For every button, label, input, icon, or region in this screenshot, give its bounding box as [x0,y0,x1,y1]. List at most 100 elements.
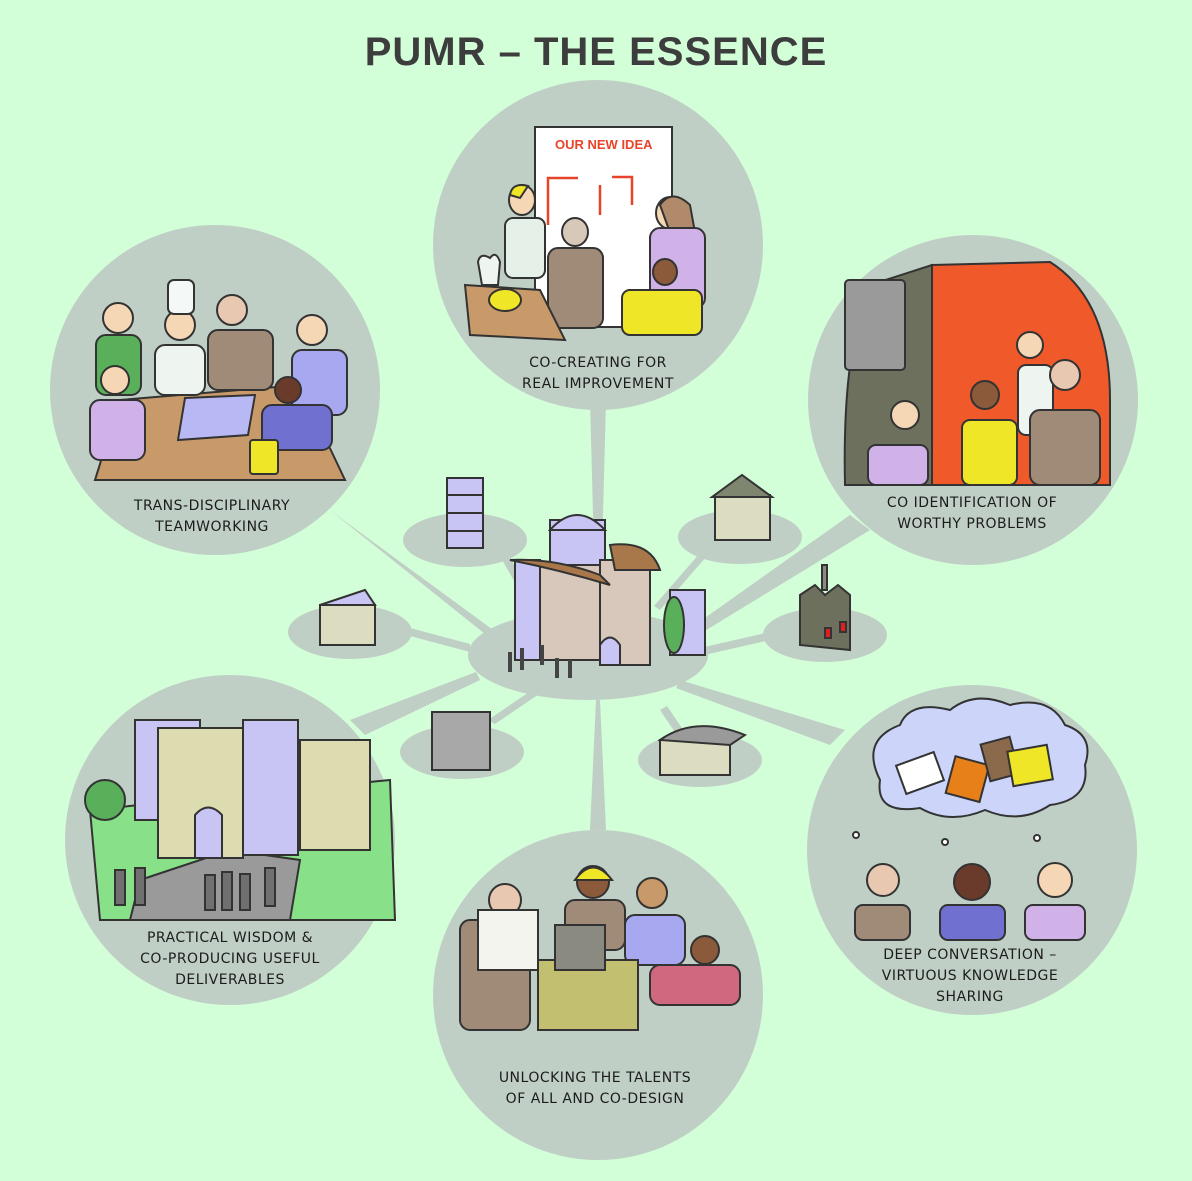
thought-dot-1 [852,831,860,839]
hub-people [508,645,572,678]
terraced-house [708,473,776,541]
person-professor-body-r [1029,409,1101,486]
tree-left [84,779,126,821]
caption-unlocking-talents: UNLOCKING THE TALENTS OF ALL AND CO-DESI… [465,1068,725,1110]
person-woman-head-r [890,400,920,430]
hangar [657,725,748,776]
person-chef-hat [167,279,195,315]
person-blond-hair [508,184,530,200]
caption-line: DELIVERABLES [175,972,285,988]
thought-dot-3 [1033,834,1041,842]
spoke-bottom-left [350,672,480,735]
spoke-bottom-right [676,680,845,745]
whiteboard-diagram [546,175,634,225]
person-officer-body [261,404,333,451]
person-blonde-body-u [624,914,686,966]
caption-line: WORTHY PROBLEMS [897,516,1047,532]
whiteboard-text: OUR NEW IDEA [555,137,653,152]
design-table [537,959,639,1031]
person-old-body [547,247,604,329]
factory [799,564,851,652]
caption-line: CO-CREATING FOR [529,355,667,371]
person-green-head [102,302,134,334]
person-professor-head-dc [866,863,900,897]
caption-line: TEAMWORKING [155,519,269,535]
connector-spokes [330,400,870,830]
workshop [319,588,377,646]
caption-deep-conversation: DEEP CONVERSATION – VIRTUOUS KNOWLEDGE S… [840,945,1100,1008]
scene-team-with-model [459,865,741,1031]
caption-line: CO-PRODUCING USEFUL [140,951,320,967]
spoke-ll [488,686,545,724]
person-bearded-head [690,935,720,965]
newspaper [477,909,539,971]
spoke-bottom [590,700,606,830]
person-officer-head-dc [953,863,991,901]
person-worker-body [961,419,1018,486]
person-woman-body-r [867,444,929,486]
caption-line: REAL IMPROVEMENT [522,376,674,392]
hub-building [508,514,706,678]
person-officer-head [274,376,302,404]
spoke-top-right [685,515,870,640]
hub-door [599,636,621,666]
doc-money [1006,743,1054,788]
blueprint [176,393,257,442]
satellite-buildings [319,473,851,776]
person-blonde-head [296,314,328,346]
scene-thought-cloud-documents [852,697,1089,941]
person-woman-head-dc [1037,862,1073,898]
caption-co-identification: CO IDENTIFICATION OF WORTHY PROBLEMS [842,493,1102,535]
caption-line: OF ALL AND CO-DESIGN [505,1091,685,1107]
caption-line: UNLOCKING THE TALENTS [498,1070,692,1086]
person-professor-body [207,329,274,391]
person-blond-body [504,217,546,279]
door-arch [194,806,223,859]
spoke-top-left [330,510,500,642]
caption-co-creating: CO-CREATING FOR REAL IMPROVEMENT [468,353,728,395]
person-blonde-head-u [636,877,668,909]
doc-1 [894,750,946,796]
hub-dome [547,514,608,531]
scene-team-around-table [89,279,348,481]
person-boy-body [621,289,703,336]
hub-roof-left [509,558,611,586]
person-chef-head-r [1016,331,1044,359]
hub-roof-right [608,543,662,571]
tower-block [446,477,484,549]
person-professor-head-r [1049,359,1081,391]
scene-people-outside-building [84,719,397,921]
hub-tree [663,596,685,654]
person-officer-body-dc [939,904,1006,941]
person-professor-head [216,294,248,326]
worker-hardhat [573,866,615,881]
caption-practical-wisdom: PRACTICAL WISDOM & CO-PRODUCING USEFUL D… [100,928,360,991]
townhouse [431,711,491,771]
spoke-right [700,632,770,656]
crowd [114,867,276,911]
building-glass [242,719,299,856]
person-worker-head [970,380,1000,410]
tablet [249,439,279,475]
person-professor-body-dc [854,904,911,941]
building-model [554,924,606,971]
building-right-wing [299,739,371,851]
caption-line: VIRTUOUS KNOWLEDGE [881,968,1059,984]
caption-trans-disciplinary: TRANS-DISCIPLINARY TEAMWORKING [82,496,342,538]
caption-line: SHARING [936,989,1004,1005]
chef-hat [476,253,502,286]
person-girl-head [100,365,130,395]
person-boy-head [652,258,678,286]
person-old-head [561,217,589,247]
scene-team-at-whiteboard [463,126,706,342]
caption-line: CO IDENTIFICATION OF [886,495,1058,511]
person-bearded-body [649,964,741,1006]
person-woman-body-dc [1024,904,1086,941]
doc-book-orange [944,755,991,804]
spoke-top [590,400,606,630]
caption-line: TRANS-DISCIPLINARY [133,498,291,514]
thought-dot-2 [941,838,949,846]
page-title: PUMR – THE ESSENCE [364,30,828,74]
